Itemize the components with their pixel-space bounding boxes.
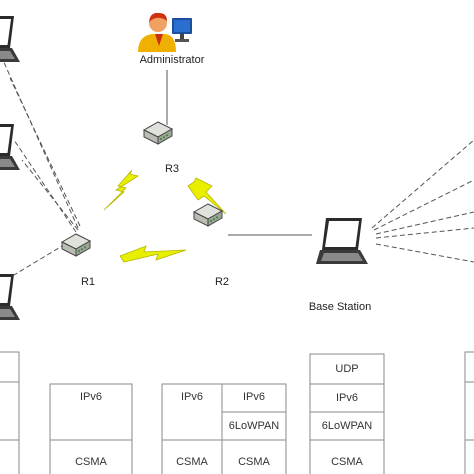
laptop-icon[interactable]: [0, 16, 20, 62]
stack-r2-cell: IPv6: [181, 391, 203, 403]
stack-base-station-cell: CSMA: [331, 456, 363, 468]
router-r1-label: R1: [81, 276, 95, 288]
link-base-node-4: [375, 227, 474, 239]
administrator-label: Administrator: [140, 54, 205, 66]
link-base-node-1: [371, 139, 474, 229]
stack-r2-cell: 6LoWPAN: [229, 420, 280, 432]
network-links: [1, 57, 474, 276]
link-base-node-3: [375, 211, 474, 235]
router-r3-label: R3: [165, 163, 179, 175]
lightning-bolt-icon: [119, 245, 187, 263]
lightning-bolt-icon: [103, 169, 140, 211]
protocol-stacks: IPv6 CSMA IPv6 IPv6 6LoWPAN CSMA CSMA UD…: [0, 351, 474, 474]
stack-base-station-cell: 6LoWPAN: [322, 420, 373, 432]
laptop-icon[interactable]: [0, 124, 20, 170]
stack-base-station-cell: IPv6: [336, 392, 358, 404]
laptop-icon[interactable]: [0, 274, 20, 320]
base-station-label: Base Station: [309, 301, 371, 313]
lightning-bolt-icon: [187, 177, 227, 215]
wireless-links: [103, 169, 227, 263]
stack-r2: IPv6 IPv6 6LoWPAN CSMA CSMA: [161, 383, 287, 474]
router-r2-label: R2: [215, 276, 229, 288]
stack-r1: IPv6 CSMA: [49, 383, 133, 474]
stack-base-station: UDP IPv6 6LoWPAN CSMA: [309, 353, 385, 474]
link-r1-node-top-b: [9, 77, 81, 227]
stack-r2-cell: CSMA: [176, 456, 208, 468]
base-station-laptop-icon[interactable]: [316, 218, 368, 264]
link-r1-node-mid: [13, 139, 77, 233]
stack-right-partial: [464, 351, 474, 474]
link-base-node-2: [373, 179, 474, 231]
stack-r1-cell: IPv6: [80, 391, 102, 403]
stack-base-station-cell: UDP: [335, 363, 358, 375]
stack-r2-cell: IPv6: [243, 391, 265, 403]
administrator-icon: [138, 12, 192, 52]
link-r1-node-mid-b: [21, 159, 79, 231]
router-r3-icon[interactable]: [143, 121, 173, 145]
link-r1-node-top: [1, 57, 79, 229]
stack-r2-cell: CSMA: [238, 456, 270, 468]
router-r1-icon[interactable]: [61, 233, 91, 257]
stack-r1-cell: CSMA: [75, 456, 107, 468]
link-base-node-5: [375, 243, 474, 263]
stack-left-partial: [0, 351, 20, 474]
